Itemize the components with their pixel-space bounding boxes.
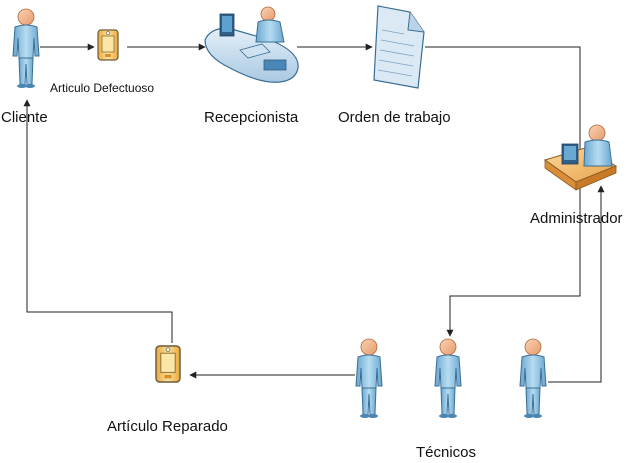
cliente-person-icon: [12, 8, 40, 89]
arrow-administrador-to-tecnicos: [446, 186, 581, 337]
tecnico-3-person-icon: [519, 338, 547, 419]
tecnico-1-person-icon: [355, 338, 383, 419]
reception-desk-icon: [204, 6, 299, 83]
label-tecnicos: Técnicos: [416, 444, 477, 461]
tecnico-2-person-icon: [434, 338, 462, 419]
admin-desk-icon: [543, 124, 618, 191]
articulo-defectuoso-device-icon: [97, 29, 119, 61]
document-icon: [373, 5, 425, 89]
label-articulo-reparado: Artículo Reparado: [107, 418, 228, 435]
label-recepcionista: Recepcionista: [204, 109, 299, 126]
arrow-tecnico-to-administrador: [548, 185, 605, 383]
label-articulo-defectuoso: Articulo Defectuoso: [50, 81, 155, 95]
arrow-reparado-to-cliente: [23, 99, 173, 343]
label-orden-de-trabajo: Orden de trabajo: [338, 109, 451, 126]
label-cliente: Cliente: [1, 109, 48, 126]
label-administrador: Administrador: [530, 210, 623, 227]
connectors: [23, 43, 605, 383]
articulo-reparado-device-icon: [155, 345, 181, 383]
arrow-orden-to-administrador: [425, 46, 584, 161]
